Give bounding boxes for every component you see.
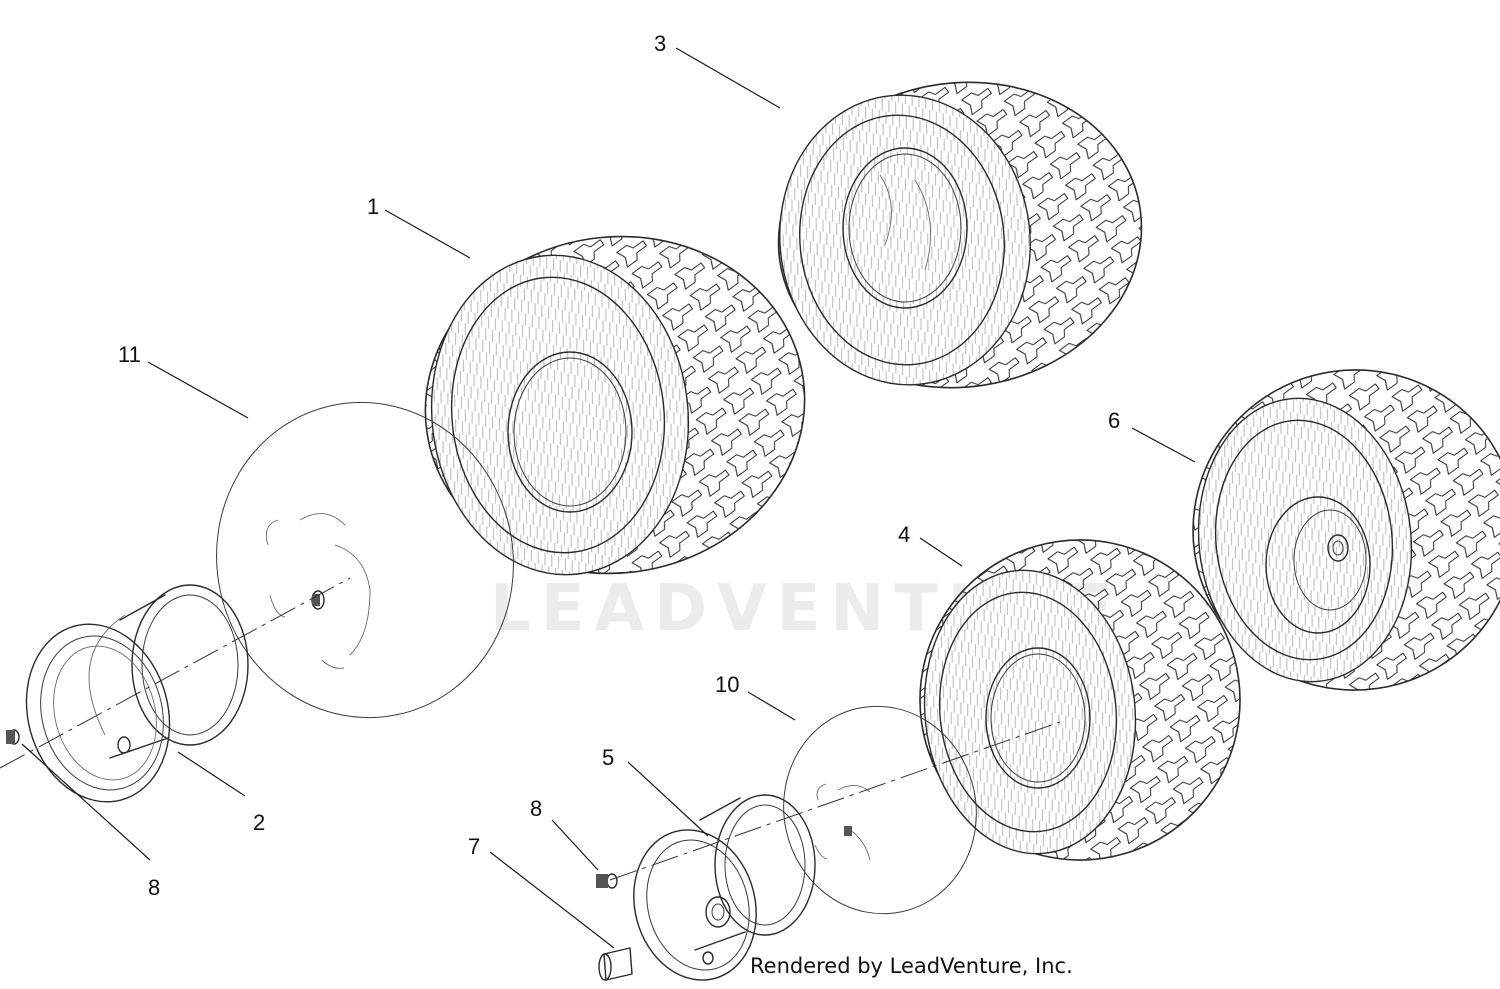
tire-3 — [777, 81, 1143, 389]
leader-10 — [747, 691, 796, 721]
bearing-7 — [598, 947, 633, 981]
rim-2 — [25, 584, 249, 803]
leader-5 — [627, 761, 709, 837]
rim-5 — [633, 794, 816, 981]
callout-6[interactable]: 6 — [1108, 408, 1120, 433]
leader-1 — [384, 209, 471, 259]
callout-1[interactable]: 1 — [367, 194, 379, 219]
valve-stem-8-right — [596, 873, 618, 889]
render-credit: Rendered by LeadVenture, Inc. — [750, 954, 1073, 978]
callout-2[interactable]: 2 — [253, 810, 265, 835]
callout-7[interactable]: 7 — [468, 834, 480, 859]
valve-stem-11 — [311, 590, 325, 610]
axle-center-line-left — [0, 577, 351, 769]
callout-4[interactable]: 4 — [898, 522, 910, 547]
callout-8-left[interactable]: 8 — [148, 875, 160, 900]
leader-4 — [919, 537, 963, 567]
callout-10[interactable]: 10 — [715, 672, 739, 697]
leader-3 — [675, 47, 781, 109]
tire-6 — [1192, 369, 1500, 691]
callout-3[interactable]: 3 — [654, 31, 666, 56]
tire-4 — [919, 539, 1241, 861]
leader-11 — [147, 361, 249, 419]
callout-11[interactable]: 11 — [118, 342, 141, 367]
leader-7 — [489, 851, 615, 949]
tire-1 — [424, 235, 806, 576]
axle-center-line-right — [609, 721, 1061, 881]
leader-6 — [1131, 427, 1196, 463]
leader-2 — [177, 751, 246, 797]
leader-8-right — [551, 819, 599, 871]
callout-8-right[interactable]: 8 — [530, 796, 542, 821]
inner-tube-11 — [216, 401, 514, 719]
valve-stem-8-left — [6, 729, 20, 745]
callout-5[interactable]: 5 — [602, 745, 614, 770]
inner-tube-10 — [783, 705, 977, 915]
leader-8-left — [21, 743, 151, 861]
